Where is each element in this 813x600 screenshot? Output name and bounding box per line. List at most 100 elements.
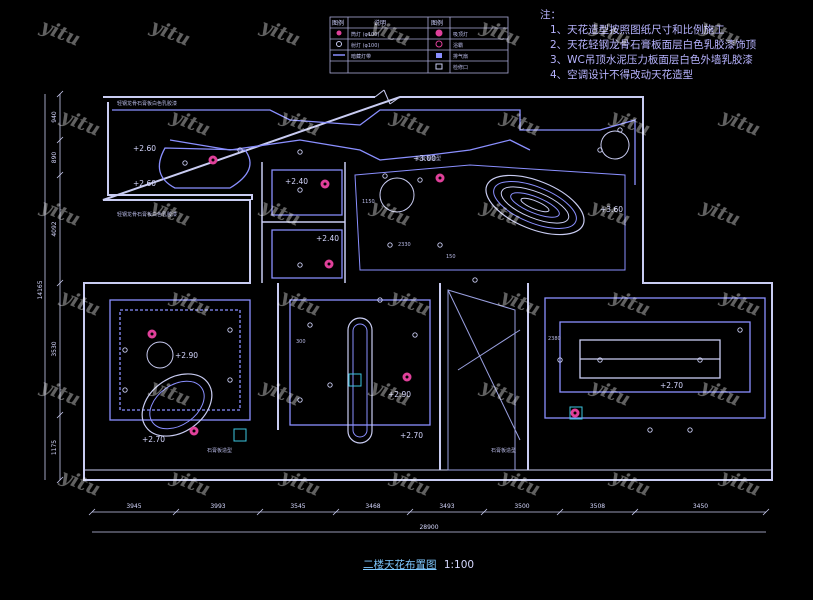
level-mark: +2.40 [285, 177, 308, 186]
dimension-tick [406, 508, 414, 516]
oval-features [141, 130, 630, 444]
pendant-light-core [150, 332, 154, 336]
downlight-icon [412, 332, 418, 338]
dimension-label: 3530 [51, 341, 58, 356]
dimension-tick [56, 279, 64, 287]
legend-header-desc: 说明 [374, 19, 386, 27]
downlight-icon [437, 242, 443, 248]
level-mark: +2.60 [133, 144, 156, 153]
dimension-label: 940 [51, 111, 58, 123]
downlight-icon [297, 149, 303, 155]
level-mark: +2.90 [388, 390, 411, 399]
dimension-label: 890 [51, 152, 58, 164]
dimension-label: 1175 [51, 440, 58, 455]
note-item: 1、天花造型按照图纸尺寸和比例施工 [550, 24, 725, 36]
dimension-tick [480, 508, 488, 516]
dimension-total: 28900 [419, 524, 438, 531]
legend-header-symbol-2: 图例 [431, 19, 443, 27]
level-mark: +2.90 [175, 351, 198, 360]
dimension-tick [631, 508, 639, 516]
legend-row-2-left: 射灯 (φ100) [351, 42, 379, 49]
downlight-icon [687, 427, 693, 433]
downlight-icon [297, 262, 303, 268]
downlight-icon [377, 297, 383, 303]
legend-row-1-left: 筒灯 (φ100) [351, 31, 379, 38]
annotation: 石膏板造型 [207, 447, 232, 454]
downlight-icon [617, 127, 623, 133]
downlight-icon [297, 397, 303, 403]
dimension-total: 14165 [37, 280, 44, 299]
legend-header-symbol: 图例 [332, 19, 344, 27]
legend-row-3-left: 暗藏灯带 [351, 53, 371, 60]
downlight-icon [382, 173, 388, 179]
dimension-tick [88, 508, 96, 516]
level-mark: +2.70 [400, 431, 423, 440]
downlight-icon [237, 147, 243, 153]
level-mark: +3.00 [413, 154, 436, 163]
annotation: 轻钢龙骨石膏板白色乳胶漆 [117, 100, 177, 107]
level-mark: +2.40 [316, 234, 339, 243]
pendant-light-core [192, 429, 196, 433]
dimension-tick [332, 508, 340, 516]
dimension-tick [172, 508, 180, 516]
note-item: 4、空调设计不得改动天花造型 [550, 69, 694, 81]
level-mark: +2.60 [133, 179, 156, 188]
downlight-icon [647, 427, 653, 433]
pendant-light-core [323, 182, 327, 186]
downlight-icon [697, 357, 703, 363]
dimension-label: 4092 [51, 221, 58, 236]
downlight-icon [387, 242, 393, 248]
legend-row-2-right: 浴霸 [453, 42, 463, 49]
notes-heading: 注： [540, 9, 561, 21]
pendant-light-core [211, 158, 215, 162]
dimension-label: 3468 [365, 503, 380, 510]
dimension-label: 3945 [126, 503, 141, 510]
dimension-label: 3500 [514, 503, 529, 510]
legend-table [329, 16, 509, 74]
dimension-tick [56, 411, 64, 419]
ceiling-lights [122, 127, 743, 442]
dimension-tick [762, 508, 770, 516]
downlight-icon [597, 357, 603, 363]
downlight-icon [737, 327, 743, 333]
annotations: 轻钢龙骨石膏板白色乳胶漆 轻钢龙骨石膏板白色乳胶漆 石膏板造型 石膏板造型 石膏… [117, 100, 516, 454]
downlight-icon [307, 322, 313, 328]
dimension-tick [56, 171, 64, 179]
downlight-icon [182, 160, 188, 166]
pendant-light-core [573, 411, 577, 415]
downlight-icon [122, 387, 128, 393]
legend-row-1-right: 吸顶灯 [453, 31, 468, 38]
dimension-lines [44, 94, 766, 533]
downlight-icon [472, 277, 478, 283]
drawing-title: 二楼天花布置图 1:100 [363, 557, 474, 572]
note-item: 3、WC吊顶水泥压力板面层白色外墙乳胶漆 [550, 54, 753, 66]
dimension-tick [256, 508, 264, 516]
annotation: 石膏板造型 [491, 447, 516, 454]
inner-dimensions: 1150 2330 150 300 2380 [296, 199, 561, 345]
exhaust-fan-icon [569, 406, 583, 420]
inner-dim: 300 [296, 339, 306, 345]
downlight-icon [227, 377, 233, 383]
downlight-icon [417, 177, 423, 183]
legend-symbols [333, 29, 443, 70]
inner-dim: 2330 [398, 242, 411, 248]
dimension-label: 3993 [210, 503, 225, 510]
downlight-icon [327, 382, 333, 388]
exhaust-fan-icon [348, 373, 362, 387]
dimension-tick [556, 508, 564, 516]
legend-row-4-right: 检修口 [453, 64, 468, 71]
level-marks: +2.60 +2.60 +3.00 +2.40 +2.40 +3.60 +2.9… [133, 144, 683, 444]
dimension-tick [56, 476, 64, 484]
downlight-icon [557, 357, 563, 363]
dimension-label: 3545 [290, 503, 305, 510]
inner-dim: 2380 [548, 336, 561, 342]
downlight-icon [227, 327, 233, 333]
dimension-label: 3450 [693, 503, 708, 510]
pendant-light-core [327, 262, 331, 266]
downlight-icon [122, 347, 128, 353]
drawing-title-text: 二楼天花布置图 [363, 559, 437, 571]
dimension-label: 3508 [590, 503, 605, 510]
